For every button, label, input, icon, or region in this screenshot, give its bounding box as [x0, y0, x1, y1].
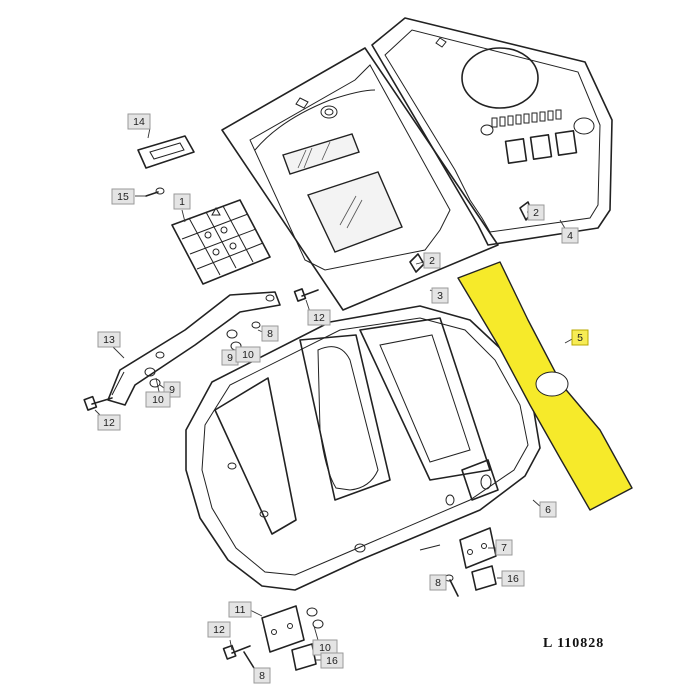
svg-text:4: 4 — [567, 230, 573, 242]
callout-label: 8 — [261, 325, 279, 342]
svg-text:6: 6 — [545, 504, 551, 516]
callout-label: 5 — [571, 329, 589, 346]
callout-label: 11 — [228, 601, 252, 618]
svg-text:15: 15 — [117, 191, 129, 203]
callout-label: 8 — [253, 667, 271, 684]
svg-text:5: 5 — [577, 332, 583, 344]
svg-text:9: 9 — [227, 352, 233, 364]
callout-label: 12 — [97, 414, 121, 431]
svg-text:8: 8 — [267, 328, 273, 340]
svg-text:2: 2 — [533, 207, 539, 219]
svg-text:16: 16 — [326, 655, 338, 667]
callout-label: 2 — [527, 204, 545, 221]
decal-part-1 — [171, 199, 271, 285]
svg-text:13: 13 — [103, 334, 115, 346]
svg-text:12: 12 — [313, 312, 325, 324]
callout-label: 8 — [429, 574, 447, 591]
callout-label: 14 — [127, 113, 151, 130]
svg-text:11: 11 — [235, 604, 246, 616]
clip-part-16-bottom — [291, 643, 317, 671]
callout-labels: 1 2 2 3 4 5 6 7 8 8 8 9 9 10 10 10 11 12… — [97, 113, 589, 684]
bolt-part-12-bottom — [222, 644, 251, 660]
hinge-part-11 — [261, 605, 305, 653]
svg-text:8: 8 — [435, 577, 441, 589]
svg-text:3: 3 — [437, 290, 443, 302]
callout-label: 15 — [111, 188, 135, 205]
svg-text:10: 10 — [319, 642, 331, 654]
instrument-panel-part-4 — [371, 17, 613, 246]
hinge-part-7 — [459, 527, 497, 569]
svg-text:16: 16 — [507, 573, 519, 585]
svg-text:9: 9 — [169, 384, 175, 396]
clip-part-16-right — [471, 565, 497, 591]
svg-text:8: 8 — [259, 670, 265, 682]
svg-text:10: 10 — [152, 394, 164, 406]
svg-text:1: 1 — [179, 196, 185, 208]
callout-label: 2 — [423, 252, 441, 269]
bolt-part-12-top — [293, 288, 319, 302]
bracket-part-13 — [107, 291, 281, 406]
callout-label: 16 — [320, 652, 344, 669]
callout-label: 1 — [173, 193, 191, 210]
fastener-cluster-left — [144, 367, 161, 388]
callout-label: 6 — [539, 501, 557, 518]
center-panel-part-3 — [221, 47, 499, 311]
callout-label: 10 — [145, 391, 171, 408]
svg-text:14: 14 — [133, 116, 145, 128]
fastener-cluster-upper — [226, 321, 261, 351]
screw-part-8-right — [444, 574, 459, 597]
svg-text:12: 12 — [213, 624, 225, 636]
housing-part-6 — [185, 305, 541, 591]
svg-text:10: 10 — [242, 349, 254, 361]
fastener-cluster-bottom — [243, 607, 324, 669]
svg-text:7: 7 — [501, 542, 507, 554]
svg-text:12: 12 — [103, 417, 115, 429]
screw-part-15 — [145, 187, 165, 197]
svg-text:2: 2 — [429, 255, 435, 267]
cover-part-14 — [137, 135, 195, 169]
callout-label: 7 — [495, 539, 513, 556]
callout-label: 4 — [561, 227, 579, 244]
callout-label: 13 — [97, 331, 121, 348]
callout-label: 12 — [307, 309, 331, 326]
callout-label: 12 — [207, 621, 231, 638]
callout-label: 16 — [501, 570, 525, 587]
callout-label: 10 — [235, 346, 261, 363]
trim-strip-part-5 — [457, 261, 633, 511]
callout-label: 3 — [431, 287, 449, 304]
drawing-reference-number: L 110828 — [543, 636, 604, 651]
bolt-part-12-left — [83, 395, 113, 411]
